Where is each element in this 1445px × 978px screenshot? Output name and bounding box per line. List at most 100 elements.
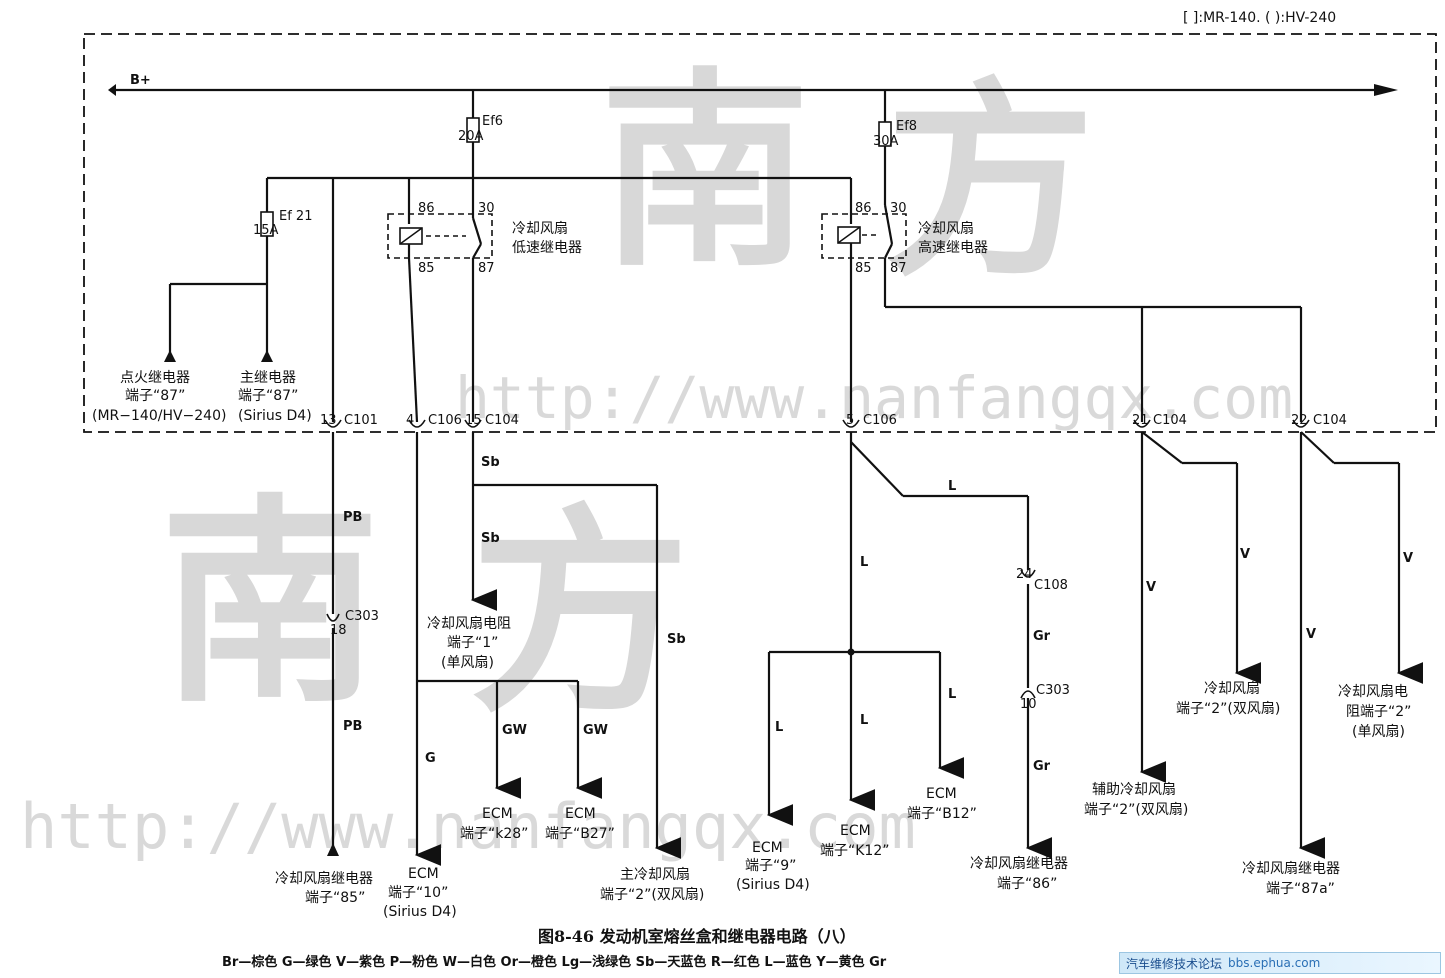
svg-text:冷却风扇电阻: 冷却风扇电阻	[427, 616, 511, 632]
svg-text:http://www.nanfangqx.com: http://www.nanfangqx.com	[455, 364, 1293, 432]
svg-text:ECM: ECM	[752, 840, 783, 856]
svg-text:C108: C108	[1034, 578, 1068, 593]
svg-text:ECM: ECM	[482, 806, 513, 822]
forum-name: 汽车维修技术论坛	[1126, 956, 1223, 971]
svg-text:15: 15	[465, 413, 482, 428]
wire-gr: Gr Gr	[1020, 569, 1053, 859]
watermark: 南 方 南 方 http://www.nanfangqx.com http://…	[20, 48, 1293, 863]
svg-text:(MR−140/HV−240): (MR−140/HV−240)	[92, 408, 226, 424]
svg-text:C104: C104	[485, 413, 519, 428]
output-main-relay: 主继电器 端子“87” (Sirius D4)	[238, 370, 312, 424]
svg-text:端子“B12”: 端子“B12”	[907, 806, 977, 822]
svg-text:端子“K12”: 端子“K12”	[820, 843, 890, 859]
connector-c104c: 22 C104	[1291, 413, 1347, 428]
svg-text:ECM: ECM	[840, 823, 871, 839]
output-ignition-relay: 点火继电器 端子“87” (MR−140/HV−240)	[92, 370, 226, 424]
svg-text:(Sirius D4): (Sirius D4)	[736, 877, 810, 893]
svg-text:端子“87”: 端子“87”	[238, 388, 298, 404]
svg-text:PB: PB	[343, 719, 362, 734]
svg-text:主冷却风扇: 主冷却风扇	[620, 867, 690, 883]
svg-text:15A: 15A	[253, 223, 279, 238]
svg-text:V: V	[1306, 627, 1316, 642]
svg-text:(Sirius D4): (Sirius D4)	[238, 408, 312, 424]
svg-text:21: 21	[1132, 413, 1149, 428]
svg-text:18: 18	[330, 623, 347, 638]
svg-text:85: 85	[855, 261, 872, 276]
svg-text:L: L	[948, 687, 956, 702]
dest-fan-relay-85: 冷却风扇继电器 端子“85”	[275, 871, 373, 906]
svg-text:Ef8: Ef8	[896, 119, 917, 134]
svg-text:10: 10	[1020, 697, 1037, 712]
wire-v-22: V V	[1298, 431, 1424, 859]
svg-text:C106: C106	[428, 413, 462, 428]
dest-ecm-b27: ECM 端子“B27”	[545, 806, 615, 842]
wire-hs87-bus	[883, 258, 1303, 422]
dest-fan-relay-86: 冷却风扇继电器 端子“86”	[970, 856, 1068, 892]
svg-text:阻端子“2”: 阻端子“2”	[1346, 704, 1411, 720]
svg-text:85: 85	[418, 261, 435, 276]
svg-text:(单风扇): (单风扇)	[441, 655, 494, 671]
wire-to-c106a	[407, 257, 419, 423]
svg-text:PB: PB	[343, 510, 362, 525]
svg-text:30: 30	[478, 201, 495, 216]
connector-c106b: 5 C106	[842, 413, 897, 428]
svg-text:http://www.nanfangqx.com: http://www.nanfangqx.com	[20, 790, 916, 863]
dest-ecm-10: ECM 端子“10” (Sirius D4)	[383, 866, 457, 920]
svg-text:87: 87	[478, 261, 495, 276]
connector-c108: 24 C108	[1016, 567, 1068, 593]
dest-fan-2: 冷却风扇 端子“2”(双风扇)	[1176, 681, 1280, 717]
svg-text:冷却风扇: 冷却风扇	[1204, 681, 1260, 697]
svg-text:Ef 21: Ef 21	[279, 209, 312, 224]
bplus-bus: B+	[108, 73, 1398, 96]
svg-text:C303: C303	[1036, 683, 1070, 698]
svg-text:G: G	[425, 751, 436, 766]
svg-text:冷却风扇: 冷却风扇	[918, 221, 974, 237]
wire-sb: Sb Sb Sb	[470, 432, 686, 859]
svg-text:C101: C101	[344, 413, 378, 428]
svg-text:22: 22	[1291, 413, 1308, 428]
forum-url: bbs.ephua.com	[1228, 956, 1321, 970]
forum-watermark-tag: 汽车维修技术论坛 bbs.ephua.com	[1119, 952, 1441, 974]
svg-text:GW: GW	[502, 723, 527, 738]
svg-text:C106: C106	[863, 413, 897, 428]
svg-text:C104: C104	[1313, 413, 1347, 428]
svg-text:Gr: Gr	[1033, 629, 1051, 644]
svg-text:冷却风扇继电器: 冷却风扇继电器	[275, 871, 373, 887]
svg-text:L: L	[948, 479, 956, 494]
svg-text:端子“87”: 端子“87”	[125, 388, 185, 404]
dest-ecm-9: ECM 端子“9” (Sirius D4)	[736, 840, 810, 893]
svg-text:30: 30	[890, 201, 907, 216]
high-speed-relay: 86 30 85 87 冷却风扇 高速继电器	[821, 178, 988, 276]
dest-resistor-1: 冷却风扇电阻 端子“1” (单风扇)	[427, 616, 511, 671]
connector-c101: 13 C101	[320, 413, 378, 428]
svg-text:Sb: Sb	[481, 531, 500, 546]
fuse-box-border	[83, 33, 1437, 433]
svg-text:辅助冷却风扇: 辅助冷却风扇	[1092, 782, 1176, 798]
svg-text:L: L	[860, 713, 868, 728]
svg-text:B+: B+	[130, 73, 151, 88]
svg-text:点火继电器: 点火继电器	[120, 370, 190, 386]
svg-text:(Sirius D4): (Sirius D4)	[383, 904, 457, 920]
svg-text:冷却风扇电: 冷却风扇电	[1338, 684, 1408, 700]
fuse-ef8: Ef8 30A	[873, 90, 917, 205]
svg-text:端子“2”(双风扇): 端子“2”(双风扇)	[600, 887, 704, 903]
model-note: [ ]:MR-140. ( ):HV-240	[1183, 10, 1336, 26]
svg-text:(单风扇): (单风扇)	[1352, 724, 1405, 740]
low-speed-relay: 86 30 85 87 冷却风扇 低速继电器	[387, 178, 582, 276]
svg-text:端子“87a”: 端子“87a”	[1266, 881, 1335, 897]
svg-text:ECM: ECM	[926, 786, 957, 802]
fuse-ef21: Ef 21 15A	[164, 178, 312, 362]
connector-c303b: 10 C303	[1020, 683, 1070, 712]
dest-ecm-k12: ECM 端子“K12”	[820, 823, 890, 859]
connector-c104a: 15 C104	[464, 413, 519, 428]
dest-ecm-b12: ECM 端子“B12”	[907, 786, 977, 822]
svg-text:ECM: ECM	[408, 866, 439, 882]
dest-main-fan-2: 主冷却风扇 端子“2”(双风扇)	[600, 867, 704, 903]
svg-text:V: V	[1146, 580, 1156, 595]
svg-text:南: 南	[160, 473, 380, 732]
svg-text:13: 13	[320, 413, 337, 428]
connector-c303a: 18 C303	[330, 609, 379, 638]
dest-resistor-2: 冷却风扇电 阻端子“2” (单风扇)	[1338, 684, 1411, 740]
svg-text:5: 5	[846, 413, 854, 428]
svg-text:端子“B27”: 端子“B27”	[545, 826, 615, 842]
